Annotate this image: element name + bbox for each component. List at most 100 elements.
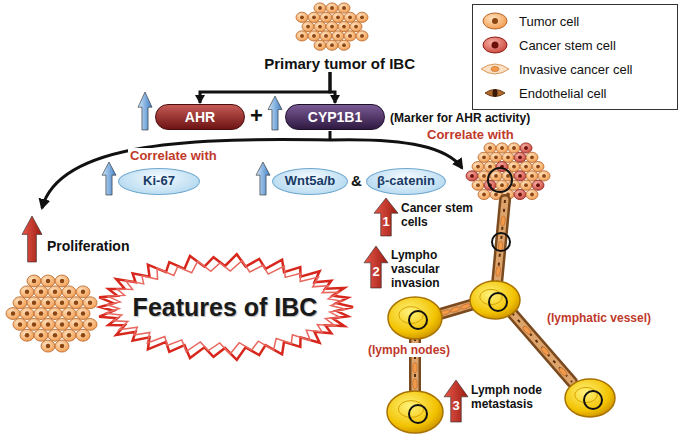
invasive-cancer-cell [413, 379, 417, 389]
cell-nucleus [39, 311, 43, 315]
cell-nucleus [536, 183, 540, 187]
tumor-cell [27, 297, 41, 309]
legend-text: Invasive cancer cell [519, 62, 632, 77]
legend-entry: Tumor cell [479, 9, 671, 33]
node-text: AHR [185, 109, 215, 125]
tumor-cell [344, 31, 356, 41]
cell-nucleus [330, 43, 334, 47]
cell-nucleus [88, 300, 92, 304]
marker-ellipse: β-catenin [366, 168, 446, 195]
tumor-cell [490, 152, 502, 162]
cancer-stem-cell [532, 180, 544, 190]
cell-nucleus [318, 25, 322, 29]
cell-nucleus [530, 193, 534, 197]
cell-cluster [6, 275, 97, 352]
node-text: Primary tumor of IBC [264, 55, 415, 72]
cell-nucleus [11, 311, 15, 315]
tumor-cell [55, 297, 69, 309]
tumor-cell [308, 31, 320, 41]
tumor-cell [34, 329, 48, 341]
tumor-cell [326, 3, 338, 13]
tumor-cell [20, 308, 34, 320]
increase-arrow [444, 380, 468, 422]
tumor-cell [496, 180, 508, 190]
cell-nucleus [512, 183, 516, 187]
tumor-cell [296, 31, 308, 41]
cell-nucleus [67, 311, 71, 315]
tumor-cell [320, 12, 332, 22]
starburst: Features of IBC [95, 252, 355, 362]
starburst-spikes [105, 261, 346, 355]
cell-nucleus [53, 290, 57, 294]
cell-nucleus [312, 15, 316, 19]
cell-nucleus [348, 34, 352, 38]
tumor-cell [62, 308, 76, 320]
cell-nucleus [318, 6, 322, 10]
cell-nucleus [536, 165, 540, 169]
invasive-cancer-cell [540, 346, 550, 356]
cell-nucleus [46, 279, 50, 283]
cell-nucleus [46, 322, 50, 326]
cell-nucleus [32, 300, 36, 304]
feature-label: Lymph node metastasis [471, 383, 555, 411]
cell-nucleus [348, 15, 352, 19]
tumor-cell [296, 12, 308, 22]
cell-nucleus [524, 183, 528, 187]
cell-nucleus [492, 18, 498, 24]
node-text: Features of IBC [133, 293, 318, 322]
part-label: (lymph nodes) [366, 343, 452, 357]
node-text: β-catenin [377, 174, 435, 189]
cell-nucleus [306, 25, 310, 29]
cell-nucleus [324, 15, 328, 19]
legend-entry: Endothelial cell [479, 81, 671, 105]
cell-nucleus [476, 183, 480, 187]
cell-nucleus [493, 89, 498, 97]
cell-nucleus [542, 174, 546, 178]
cell-nucleus [488, 165, 492, 169]
tumor-cell [55, 275, 69, 287]
cell-nucleus [494, 174, 498, 178]
feature-label: Proliferation [47, 238, 129, 254]
cell-nucleus [360, 34, 364, 38]
cell-nucleus [53, 333, 57, 337]
cell-nucleus [25, 311, 29, 315]
node-text: Ki-67 [143, 174, 175, 189]
tumor-heading: Primary tumor of IBC [245, 0, 415, 72]
tumor-cell [478, 189, 490, 199]
cell-nucleus [518, 155, 522, 159]
cell-nucleus [312, 34, 316, 38]
tumor-cell [20, 286, 34, 298]
lymph-node [470, 281, 520, 319]
legend-sample [479, 35, 511, 55]
cell-nucleus [530, 174, 534, 178]
tumor-cell [538, 171, 550, 181]
tumor-cell [526, 152, 538, 162]
cell-nucleus [336, 15, 340, 19]
increase-arrow [102, 162, 116, 195]
tumor-cell [478, 152, 490, 162]
tumor-cell [326, 40, 338, 50]
cell-nucleus [39, 333, 43, 337]
tumor-cell [13, 297, 27, 309]
increase-arrow [256, 162, 270, 195]
cell-nucleus [342, 25, 346, 29]
cell-nucleus [330, 6, 334, 10]
cell-nucleus [300, 15, 304, 19]
lymph-node [565, 379, 615, 417]
tumor-cell [320, 31, 332, 41]
cyp1b1-pill: CYP1B1 [285, 104, 385, 130]
tumor-cell [314, 3, 326, 13]
cell-nucleus [46, 300, 50, 304]
cell-nucleus [318, 43, 322, 47]
tumor-cell [76, 286, 90, 298]
tumor-cell [338, 3, 350, 13]
tumor-cell [41, 340, 55, 352]
callout-number: 2 [364, 264, 388, 279]
lymph-node [388, 297, 442, 339]
cell-nucleus [506, 155, 510, 159]
callout-circle [492, 233, 510, 251]
lymph-node [387, 391, 443, 433]
cell-nucleus [524, 165, 528, 169]
node-text: CYP1B1 [308, 109, 362, 125]
